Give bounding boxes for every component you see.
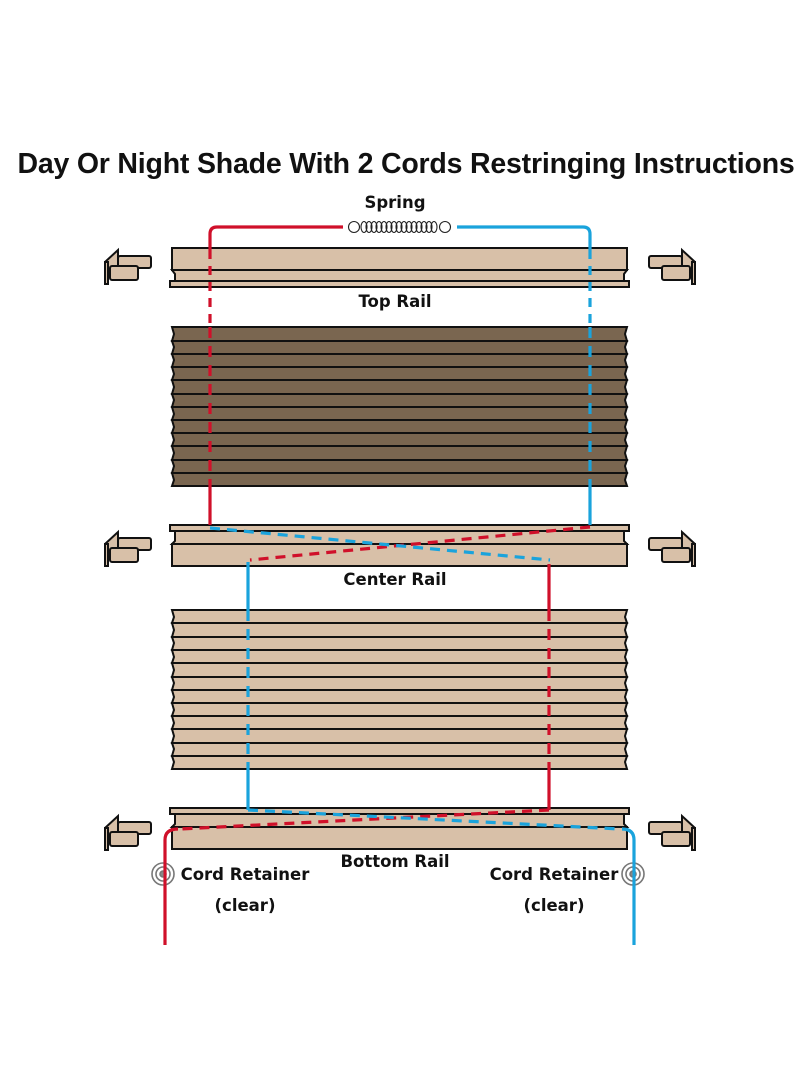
cord-retainer-right-note: (clear)	[524, 896, 585, 915]
night-shade-fabric	[170, 326, 629, 487]
center-rail	[169, 524, 630, 567]
center-rail-label: Center Rail	[343, 570, 446, 589]
bracket-icon-top-left	[104, 249, 152, 285]
bracket-icon-bottom-right	[648, 815, 696, 851]
cord-retainer-left-note: (clear)	[215, 896, 276, 915]
cord-retainer-left-label: Cord Retainer	[181, 865, 311, 884]
top-rail	[169, 247, 630, 288]
spring-label: Spring	[364, 193, 425, 212]
top-rail-label: Top Rail	[358, 292, 431, 311]
red-cord	[163, 225, 591, 945]
bottom-rail-label: Bottom Rail	[340, 852, 449, 871]
spring-icon	[347, 220, 452, 234]
bracket-icon-bottom-left	[104, 815, 152, 851]
day-shade-fabric	[170, 609, 629, 770]
cord-retainer-right-label: Cord Retainer	[490, 865, 620, 884]
bracket-icon-center-left	[104, 531, 152, 567]
bottom-rail	[169, 807, 630, 850]
diagram-title: Day Or Night Shade With 2 Cords Restring…	[17, 148, 795, 180]
cord-retainer-left-icon	[151, 862, 175, 886]
bracket-icon-top-right	[648, 249, 696, 285]
bracket-icon-center-right	[648, 531, 696, 567]
blue-cord	[209, 225, 636, 945]
